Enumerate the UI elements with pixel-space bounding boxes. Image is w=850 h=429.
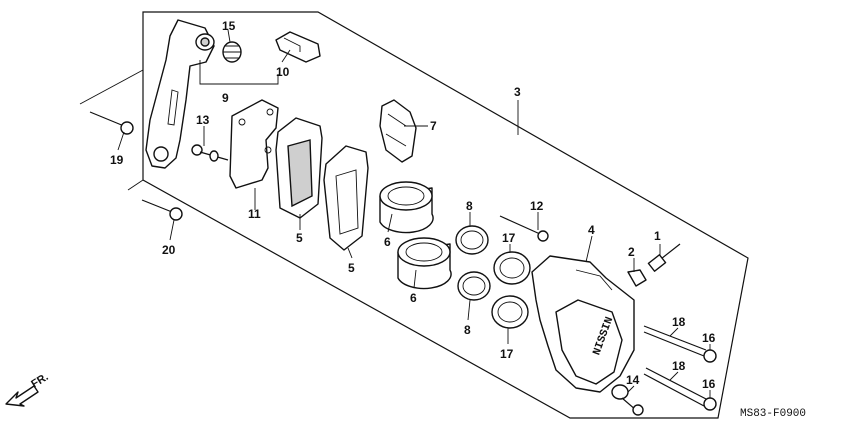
label-1: 1 [654, 229, 661, 243]
plug-16-upper [703, 349, 717, 363]
label-8-lower: 8 [464, 323, 471, 337]
label-9: 9 [222, 91, 229, 105]
label-12: 12 [530, 199, 544, 213]
label-5-upper: 5 [296, 231, 303, 245]
label-7: 7 [430, 119, 437, 133]
shim-11 [229, 99, 279, 189]
label-5-lower: 5 [348, 261, 355, 275]
label-18-lower: 18 [672, 359, 686, 373]
label-20: 20 [162, 243, 176, 257]
bleeder-cap-2 [627, 269, 647, 287]
leader-lower-bolt [127, 179, 144, 191]
plug-16-lower [703, 397, 717, 411]
label-17-upper: 17 [502, 231, 516, 245]
label-15: 15 [222, 19, 236, 33]
label-4: 4 [588, 223, 595, 237]
label-19: 19 [110, 153, 124, 167]
label-6-upper: 6 [384, 235, 391, 249]
seal-8-upper [455, 225, 489, 255]
caliper-bracket [145, 19, 215, 169]
label-8-upper: 8 [466, 199, 473, 213]
seal-17-upper [493, 251, 531, 285]
bolt-19 [89, 111, 134, 135]
leader-lines [117, 29, 711, 398]
piston-6-upper [379, 181, 434, 234]
leader-9 [199, 60, 279, 85]
label-13: 13 [196, 113, 210, 127]
front-direction-arrow: FR. [5, 371, 51, 407]
label-16-upper: 16 [702, 331, 716, 345]
brake-pad-5-lower [323, 145, 369, 251]
label-3: 3 [514, 85, 521, 99]
boot-15 [222, 41, 242, 63]
piston-6-lower [397, 237, 452, 290]
diagram-code: MS83-F0900 [740, 408, 806, 420]
seal-17-lower [491, 295, 529, 329]
pin-18-lower [643, 367, 709, 407]
pad-spring-7 [379, 99, 417, 163]
bolt-14 [611, 384, 644, 416]
label-11: 11 [248, 207, 261, 221]
label-2: 2 [628, 245, 635, 259]
assembly-boundary [142, 11, 749, 419]
label-6-lower: 6 [410, 291, 417, 305]
caliper-body-4: NISSIN [531, 255, 635, 393]
label-18-upper: 18 [672, 315, 686, 329]
brake-pad-5-upper [275, 117, 323, 219]
part-labels: 15 10 9 3 7 13 19 11 5 5 20 6 6 8 8 17 1… [110, 19, 716, 391]
label-10: 10 [276, 65, 290, 79]
bolt-20 [141, 199, 183, 221]
clip-10 [275, 31, 321, 63]
leader-bracket-bolts [79, 69, 144, 105]
pin-18-upper [643, 325, 707, 357]
pin-12 [499, 215, 549, 242]
pin-13 [191, 144, 229, 162]
label-17-lower: 17 [500, 347, 514, 361]
bleeder-valve-1 [647, 243, 681, 272]
label-14: 14 [626, 373, 640, 387]
seal-8-lower [457, 271, 491, 301]
label-16-lower: 16 [702, 377, 716, 391]
